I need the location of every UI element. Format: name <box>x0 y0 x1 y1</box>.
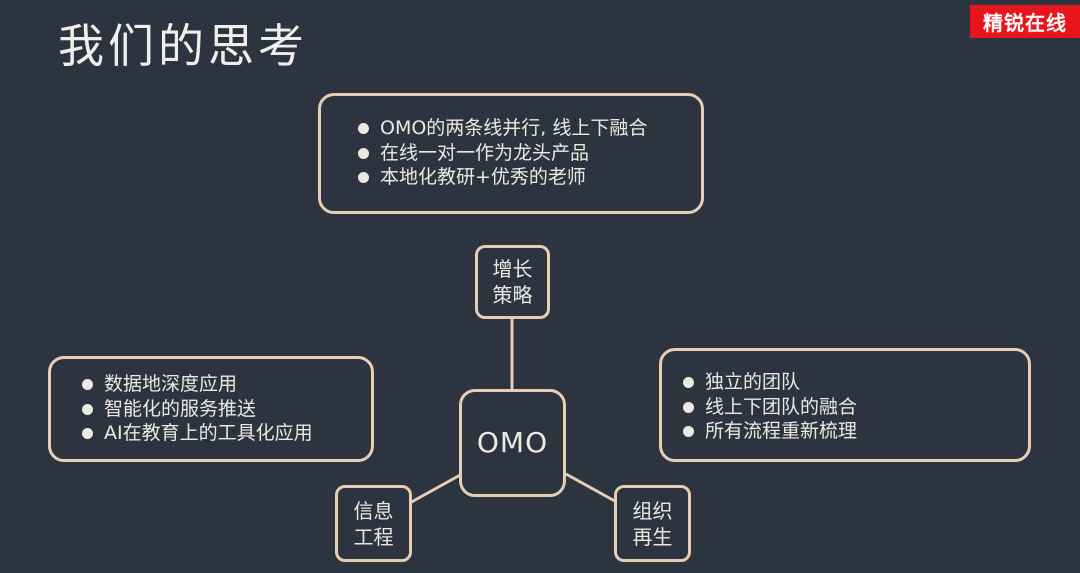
box-left: 数据地深度应用 智能化的服务推送 AI在教育上的工具化应用 <box>48 356 374 462</box>
slide-title: 我们的思考 <box>58 19 308 73</box>
list-item: 线上下团队的融合 <box>679 395 1028 420</box>
brand-logo: 精锐在线 <box>970 5 1080 38</box>
box-top: OMO的两条线并行, 线上下融合 在线一对一作为龙头产品 本地化教研+优秀的老师 <box>318 93 704 214</box>
connector-left <box>405 472 463 507</box>
list-item: 独立的团队 <box>679 370 1028 395</box>
list-item: 智能化的服务推送 <box>78 397 371 422</box>
center-label: OMO <box>476 426 549 459</box>
list-item: 本地化教研+优秀的老师 <box>354 165 701 190</box>
list-item: OMO的两条线并行, 线上下融合 <box>354 116 701 141</box>
node-omo-center: OMO <box>459 389 566 497</box>
node-label: 增长策略 <box>492 257 533 307</box>
connector-right <box>565 472 623 507</box>
node-org-regeneration: 组织再生 <box>614 485 691 562</box>
node-growth-strategy: 增长策略 <box>475 245 550 319</box>
node-label: 组织再生 <box>632 498 673 549</box>
box-right: 独立的团队 线上下团队的融合 所有流程重新梳理 <box>659 348 1031 462</box>
node-info-engineering: 信息工程 <box>335 485 412 562</box>
list-item: AI在教育上的工具化应用 <box>78 421 371 446</box>
node-label: 信息工程 <box>353 498 394 549</box>
list-item: 在线一对一作为龙头产品 <box>354 141 701 166</box>
list-item: 所有流程重新梳理 <box>679 419 1028 444</box>
list-item: 数据地深度应用 <box>78 372 371 397</box>
